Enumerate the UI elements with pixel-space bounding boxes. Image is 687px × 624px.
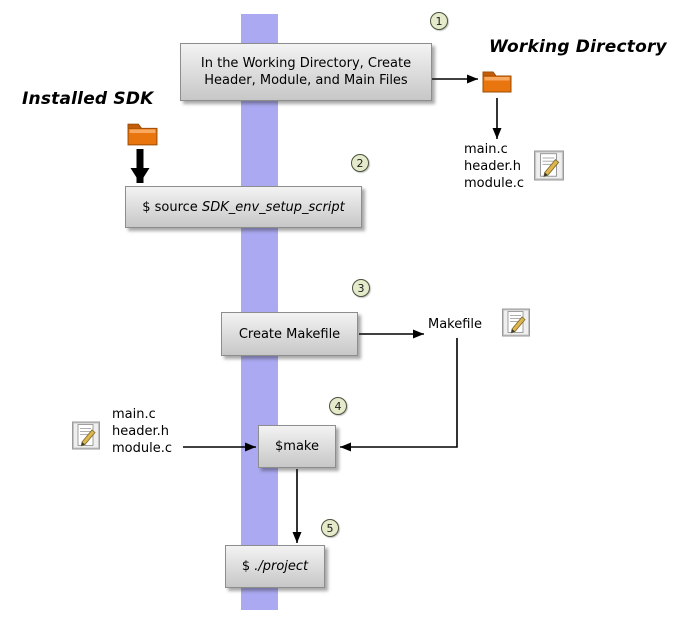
working-directory-heading: Working Directory <box>489 37 667 57</box>
step-badge-1: 1 <box>430 12 448 30</box>
step-box-source-env: $ source SDK_env_setup_script <box>125 186 362 228</box>
text-file-edit-icon <box>502 308 530 337</box>
file-name: main.c <box>464 142 508 157</box>
step-box-create-files-label: In the Working Directory, Create Header,… <box>200 56 412 88</box>
file-name: header.h <box>464 159 521 174</box>
step-badge-4: 4 <box>329 397 347 415</box>
step-badge-5: 5 <box>321 519 339 537</box>
file-name: main.c <box>112 407 156 422</box>
step-box-run-project: $ ./project <box>225 545 325 588</box>
file-name: module.c <box>112 441 172 456</box>
file-name: header.h <box>112 424 169 439</box>
project-binary-name: ./project <box>254 559 309 574</box>
step-box-create-makefile-label: Create Makefile <box>238 326 341 342</box>
makefile-label: Makefile <box>428 317 483 332</box>
working-dir-file-list: main.c header.h module.c <box>464 141 524 192</box>
step-box-make: $make <box>258 425 336 468</box>
step-box-make-label: $make <box>275 439 319 454</box>
step-box-create-files: In the Working Directory, Create Header,… <box>180 43 432 101</box>
step-box-source-env-label: $ source SDK_env_setup_script <box>142 199 345 215</box>
step-badge-2: 2 <box>351 154 369 172</box>
folder-icon <box>126 116 159 148</box>
folder-icon <box>481 64 513 95</box>
env-script-name: SDK_env_setup_script <box>201 199 345 215</box>
file-name: module.c <box>464 176 524 191</box>
step-box-create-makefile: Create Makefile <box>221 312 358 356</box>
text-file-edit-icon <box>72 421 100 450</box>
make-input-file-list: main.c header.h module.c <box>112 406 172 457</box>
step-badge-3: 3 <box>352 279 370 297</box>
installed-sdk-heading: Installed SDK <box>22 89 154 109</box>
text-file-edit-icon <box>534 150 564 181</box>
step-box-run-project-label: $ ./project <box>241 559 309 574</box>
